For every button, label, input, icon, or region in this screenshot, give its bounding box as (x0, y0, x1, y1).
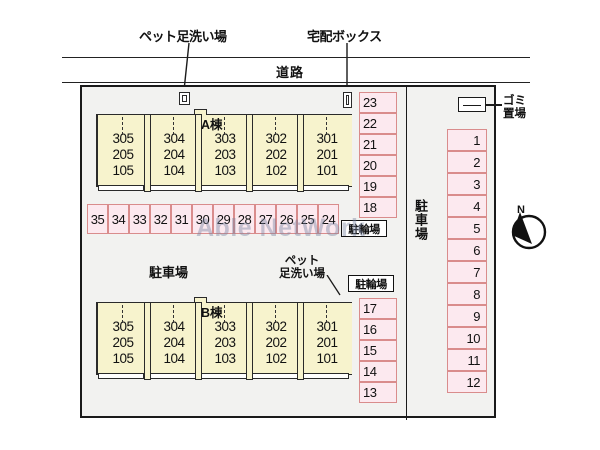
building-b-name: B棟 (201, 306, 223, 320)
parking-stall-3[interactable]: 3 (447, 173, 487, 195)
parking-stall-22[interactable]: 22 (359, 113, 397, 134)
stair-nub (194, 297, 207, 303)
parking-stall-2[interactable]: 2 (447, 151, 487, 173)
parking-stall-6[interactable]: 6 (447, 239, 487, 261)
stairs-block (195, 114, 202, 192)
parking-stall-31[interactable]: 31 (171, 204, 192, 234)
parking-stall-12[interactable]: 12 (447, 371, 487, 393)
pet-wash-leader-line (326, 275, 341, 296)
bicycle-parking-upper-label: 駐輪場 (341, 220, 387, 237)
parking-stall-15[interactable]: 15 (359, 340, 397, 361)
unit-a-303: 303 203 103 (199, 115, 250, 186)
parking-stall-25[interactable]: 25 (297, 204, 318, 234)
entrance-strip (201, 373, 247, 379)
parking-stall-28[interactable]: 28 (234, 204, 255, 234)
parking-stall-14[interactable]: 14 (359, 361, 397, 382)
stairs-block (144, 114, 151, 192)
parking-stall-30[interactable]: 30 (192, 204, 213, 234)
garbage-leader-line (486, 104, 502, 106)
building-a: A棟 305 205 105 304 204 104 303 203 103 3… (96, 114, 352, 187)
garbage-area-icon (458, 97, 486, 112)
entrance-strip (201, 185, 247, 191)
road-top-edge (62, 57, 530, 58)
parking-stall-13[interactable]: 13 (359, 382, 397, 403)
parking-stall-26[interactable]: 26 (276, 204, 297, 234)
unit-a-304: 304 204 104 (148, 115, 199, 186)
parking-stall-23[interactable]: 23 (359, 92, 397, 113)
stairs-block (297, 114, 304, 192)
parking-stall-4[interactable]: 4 (447, 195, 487, 217)
parking-stall-35[interactable]: 35 (87, 204, 108, 234)
delivery-box-icon (343, 92, 352, 108)
entrance-strip (303, 185, 349, 191)
stairs-block (246, 302, 253, 380)
building-b: B棟 305 205 105 304 204 104 303 203 103 3… (96, 302, 352, 375)
pet-wash-inner-label: ペット 足洗い場 (279, 255, 325, 280)
parking-stall-7[interactable]: 7 (447, 261, 487, 283)
partition-dash (122, 305, 123, 323)
partition-dash (173, 117, 174, 135)
parking-stall-29[interactable]: 29 (213, 204, 234, 234)
parking-stall-20[interactable]: 20 (359, 155, 397, 176)
compass-north-icon: N (508, 204, 550, 250)
stair-nub (194, 109, 207, 115)
parking-stall-5[interactable]: 5 (447, 217, 487, 239)
entrance-strip (98, 185, 144, 191)
partition-dash (173, 305, 174, 323)
parking-stall-16[interactable]: 16 (359, 319, 397, 340)
stairs-block (297, 302, 304, 380)
entrance-strip (303, 373, 349, 379)
parking-lot-vertical-label: 駐車場 (413, 199, 428, 241)
parking-stall-8[interactable]: 8 (447, 283, 487, 305)
parking-stall-9[interactable]: 9 (447, 305, 487, 327)
stairs-block (144, 302, 151, 380)
parking-stall-27[interactable]: 27 (255, 204, 276, 234)
callout-label-pet-wash: ペット足洗い場 (139, 29, 227, 44)
svg-text:N: N (517, 204, 525, 216)
pet-wash-icon (179, 92, 190, 105)
parking-stall-18[interactable]: 18 (359, 197, 397, 218)
partition-dash (326, 117, 327, 135)
partition-dash (275, 305, 276, 323)
stairs-block (195, 302, 202, 380)
building-a-name: A棟 (201, 118, 223, 132)
unit-a-302: 302 202 102 (250, 115, 301, 186)
road-bottom-edge (62, 82, 530, 83)
parking-stall-24[interactable]: 24 (318, 204, 339, 234)
partition-dash (326, 305, 327, 323)
property-boundary: A棟 305 205 105 304 204 104 303 203 103 3… (80, 85, 496, 420)
parking-stall-10[interactable]: 10 (447, 327, 487, 349)
parking-stall-17[interactable]: 17 (359, 298, 397, 319)
parking-stall-34[interactable]: 34 (108, 204, 129, 234)
parking-lot-label: 駐車場 (149, 265, 189, 280)
bicycle-parking-lower-label: 駐輪場 (348, 275, 394, 292)
stairs-block (246, 114, 253, 192)
parking-stall-1[interactable]: 1 (447, 129, 487, 151)
parking-stall-21[interactable]: 21 (359, 134, 397, 155)
parking-stall-33[interactable]: 33 (129, 204, 150, 234)
entrance-strip (98, 373, 144, 379)
partition-dash (224, 117, 225, 135)
entrance-strip (150, 185, 196, 191)
parking-stall-19[interactable]: 19 (359, 176, 397, 197)
entrance-strip (252, 185, 298, 191)
entrance-strip (150, 373, 196, 379)
entrance-strip (252, 373, 298, 379)
partition-dash (122, 117, 123, 135)
interior-divider-line (406, 87, 407, 420)
unit-a-305: 305 205 105 (97, 115, 148, 186)
parking-stall-11[interactable]: 11 (447, 349, 487, 371)
parking-stall-32[interactable]: 32 (150, 204, 171, 234)
callout-label-delivery-box: 宅配ボックス (307, 29, 382, 44)
partition-dash (275, 117, 276, 135)
partition-dash (224, 305, 225, 323)
garbage-area-label: ゴミ 置場 (503, 95, 526, 120)
road-label: 道路 (276, 65, 305, 80)
